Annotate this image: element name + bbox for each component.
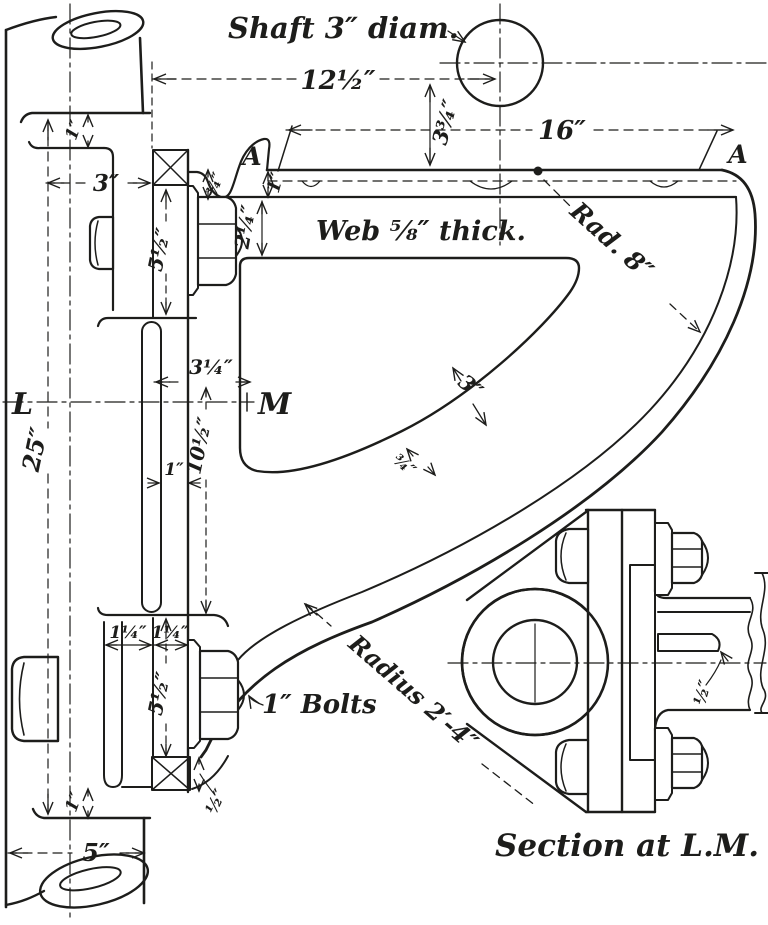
dim-5-bottom: 5″ xyxy=(82,838,110,867)
upper-bolt-washer xyxy=(187,185,199,296)
section-caption: Section at L.M. xyxy=(495,828,759,864)
dim-12-5: 12½″ xyxy=(301,66,376,96)
shaft-note-arrow xyxy=(447,30,467,43)
pipe-column xyxy=(4,9,150,909)
section-mark-a-right: A xyxy=(726,140,747,169)
web-note: Web ⅝″ thick. xyxy=(316,216,526,247)
point-l: L xyxy=(11,387,33,422)
section-bolts xyxy=(554,522,709,801)
dim-1-mid: 1″ xyxy=(164,460,184,480)
dim-3-rib: 3″ xyxy=(454,369,489,404)
dim-25: 25″ xyxy=(16,424,54,474)
dim-0-5-bottom: ½″ xyxy=(202,786,231,818)
shaft-circle xyxy=(455,18,545,108)
dim-1-top: 1″ xyxy=(62,117,88,142)
rib-inner-curve xyxy=(237,196,738,661)
dim-10-5: 10½″ xyxy=(181,415,216,476)
dim-5-5-lower: 5½″ xyxy=(143,670,176,718)
clamp-plate xyxy=(19,111,230,820)
dim-16: 16″ xyxy=(538,116,586,146)
section-mark-a-left: A xyxy=(240,142,261,171)
lower-bolt-head xyxy=(198,649,240,741)
lower-bolt-washer xyxy=(187,639,201,749)
clamp-bolts xyxy=(10,185,245,749)
shaft-note: Shaft 3″ diam. xyxy=(228,11,459,45)
pipe-top-section xyxy=(51,9,145,51)
section-arm xyxy=(653,572,768,732)
pipe-bottom-section xyxy=(38,853,150,909)
relief-slot xyxy=(141,321,162,613)
rib-outer-curve xyxy=(199,168,757,759)
dim-1-bottom: 1″ xyxy=(62,789,88,814)
upper-left-bolt-head xyxy=(88,215,115,271)
dim-0-75-step: ¾″ xyxy=(202,169,228,199)
upper-pad-chipping-box xyxy=(152,149,189,186)
lower-left-bolt-head xyxy=(10,655,60,743)
dim-1-flange: 1″ xyxy=(263,170,289,195)
upper-bolt-head xyxy=(196,195,238,287)
bracket-body xyxy=(186,137,757,759)
point-m: M xyxy=(257,387,292,422)
radius-center-mark xyxy=(533,166,543,176)
dim-3-75: 3¾″ xyxy=(427,96,463,147)
lower-pad-chipping-box xyxy=(151,756,191,791)
center-lines xyxy=(2,3,767,921)
dimension-lines xyxy=(7,30,735,859)
dim-1-25-a: 1¼″ xyxy=(109,623,147,643)
dim-0-5-section: ½″ xyxy=(690,677,716,707)
dim-3-25: 3¼″ xyxy=(189,355,233,379)
dim-0-75-rib: ¾″ xyxy=(389,450,420,480)
bolts-note: 1″ Bolts xyxy=(262,690,377,720)
section-view xyxy=(460,508,768,814)
web-cutout xyxy=(238,256,581,474)
dim-1-25-b: 1¼″ xyxy=(151,623,189,643)
dim-5-5-upper: 5½″ xyxy=(143,226,176,274)
dim-3-left: 3″ xyxy=(93,170,120,197)
